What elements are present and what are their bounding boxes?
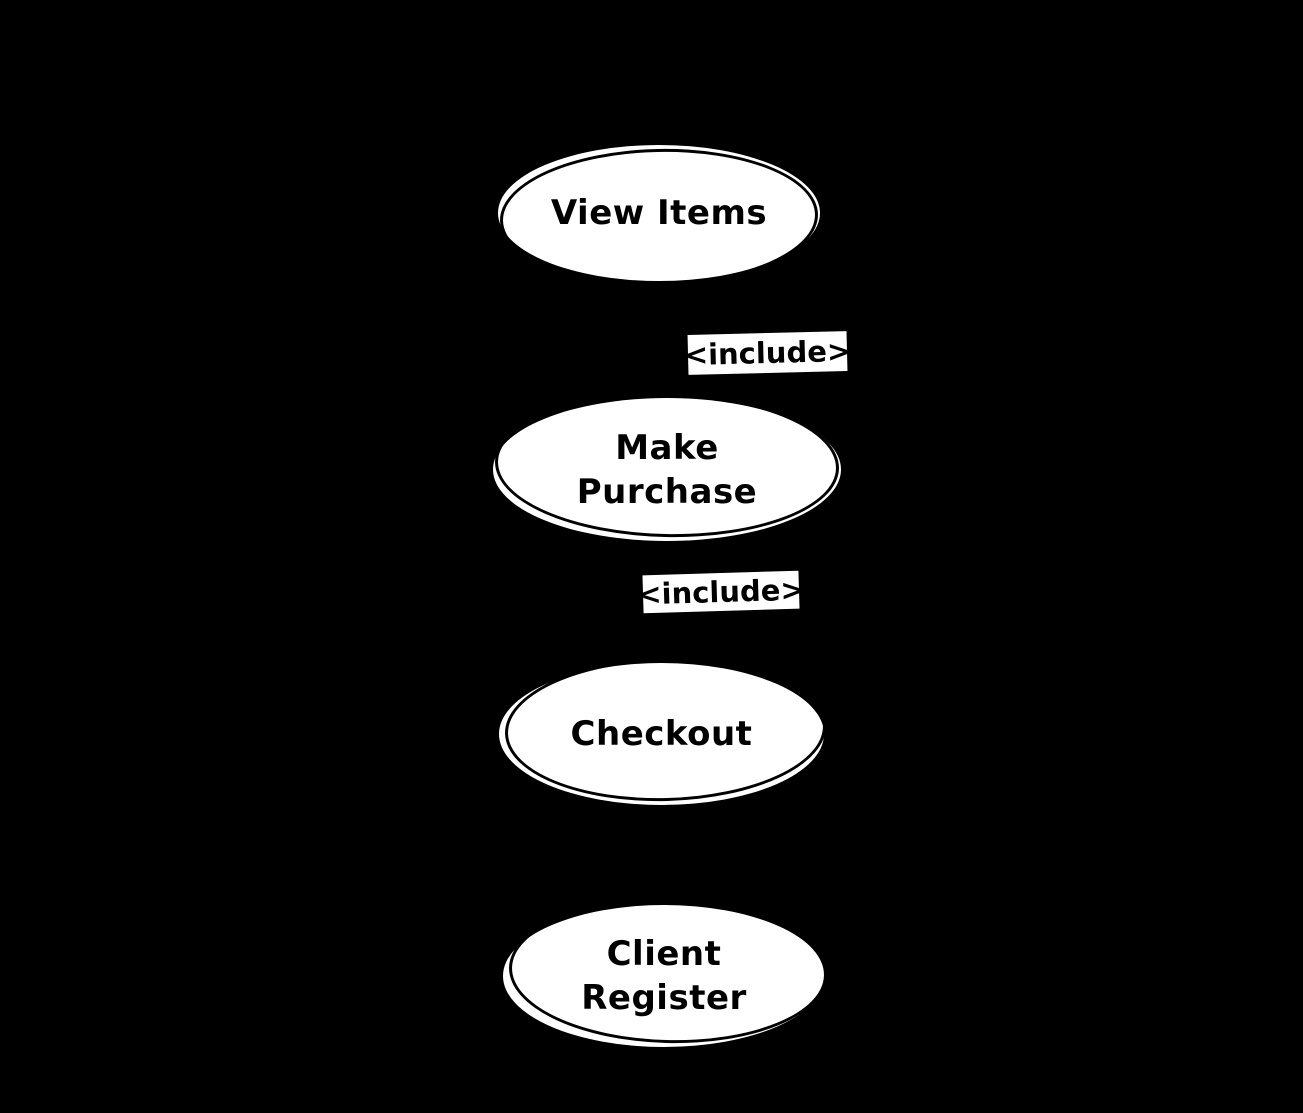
usecase-label: Checkout (570, 714, 753, 754)
usecase-ellipse-make-purchase: Make Purchase (493, 398, 841, 541)
include-label-text: <<include>> (687, 333, 848, 373)
usecase-label-line-1: Client (606, 934, 722, 974)
usecase-label-line-1: Make (615, 427, 719, 468)
usecase-label-line-2: Purchase (576, 471, 758, 512)
include-label-text: <<include>> (642, 571, 800, 613)
usecase-ellipse-view-items: View Items (498, 145, 820, 281)
include-stereotype-label-1: <<include>> (687, 331, 848, 375)
usecase-label-line-2: Register (581, 978, 747, 1018)
usecase-ellipse-client-register: Client Register (503, 905, 825, 1047)
include-stereotype-label-2: <<include>> (642, 570, 800, 614)
usecase-label: View Items (550, 193, 768, 233)
usecase-ellipse-checkout: Checkout (499, 663, 824, 805)
